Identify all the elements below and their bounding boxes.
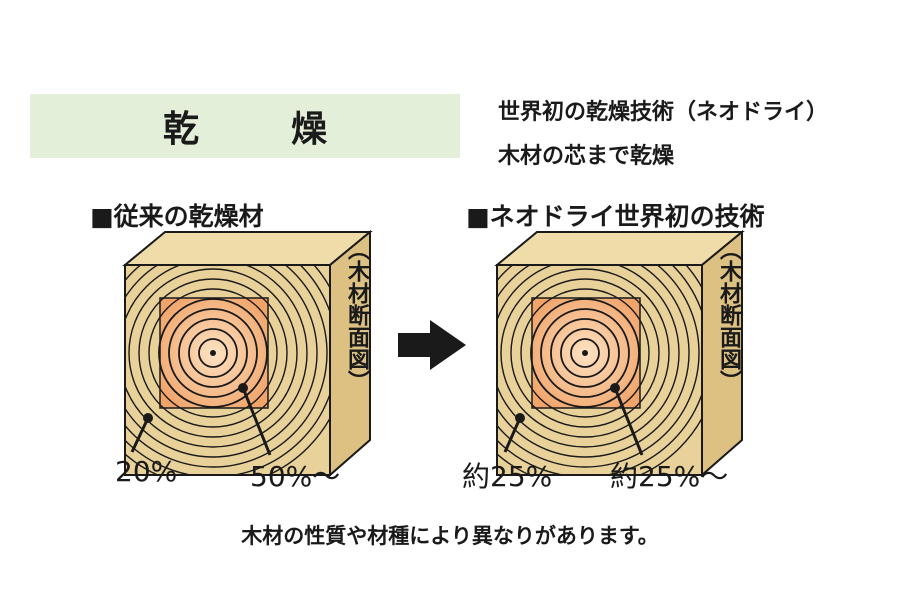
right-ring [497, 265, 680, 448]
left-outer-pointer [130, 417, 150, 453]
headline-line2: 木材の芯まで乾燥 [498, 144, 675, 169]
left-ring [198, 338, 228, 368]
left-inner-dot [238, 383, 248, 393]
right-growth-rings [497, 265, 702, 475]
right-ring [500, 268, 670, 438]
right-pith [582, 350, 588, 356]
title-band: 乾 燥 [30, 94, 460, 158]
right-heading: ■ネオドライ世界初の技術 [466, 202, 765, 231]
left-outer-pct: 20% [115, 455, 178, 488]
left-growth-rings [125, 265, 330, 475]
left-ring [148, 288, 278, 418]
right-inner-dot [610, 383, 620, 393]
arrow-icon [398, 320, 466, 370]
left-block-top [122, 231, 373, 266]
left-ring [125, 265, 318, 458]
right-side-label: （木材断面図） [716, 238, 741, 392]
left-heading: ■従来の乾燥材 [90, 202, 264, 231]
left-ring [168, 308, 258, 398]
right-block-top [494, 231, 745, 266]
right-ring [570, 338, 600, 368]
left-ring [128, 268, 298, 438]
right-ring [497, 265, 700, 468]
right-ring [540, 308, 630, 398]
right-ring [497, 265, 690, 458]
right-ring [510, 278, 660, 428]
left-outer-dot [143, 413, 153, 423]
left-ring [125, 265, 308, 448]
right-outer-pct: 約25% [462, 460, 553, 493]
right-ring [520, 288, 650, 418]
right-ring [550, 318, 620, 388]
footnote: 木材の性質や材種により異なりがあります。 [241, 524, 659, 548]
right-ring [530, 298, 640, 408]
left-ring [125, 265, 328, 468]
headline-line1: 世界初の乾燥技術（ネオドライ） [498, 100, 829, 125]
left-inner-pct: 50%〜 [250, 460, 341, 493]
right-inner-pointer [613, 387, 644, 456]
left-wood-block [122, 229, 373, 478]
left-ring [158, 298, 268, 408]
left-inner-pointer [241, 387, 272, 456]
left-ring [138, 278, 288, 428]
left-ring [178, 318, 248, 388]
right-inner-pct: 約25%〜 [610, 460, 729, 493]
left-side-label: （木材断面図） [344, 238, 369, 392]
right-wood-block [494, 229, 745, 478]
right-outer-pointer [503, 417, 522, 453]
page-title: 乾 燥 [162, 109, 355, 150]
left-pith [210, 350, 216, 356]
left-ring [188, 328, 238, 378]
right-outer-dot [515, 413, 525, 423]
right-ring [560, 328, 610, 378]
